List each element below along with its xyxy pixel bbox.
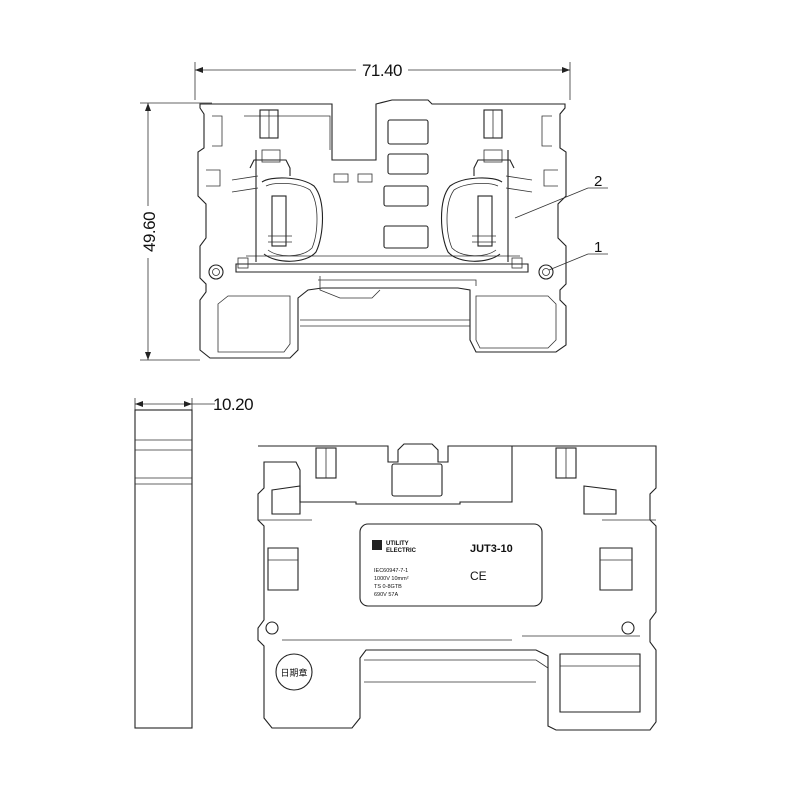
spec-line-2: 1000V 10mm² bbox=[374, 576, 409, 582]
width-dimension-label: 71.40 bbox=[362, 61, 402, 80]
spec-line-4: 690V 57A bbox=[374, 592, 398, 598]
thickness-dimension-label: 10.20 bbox=[213, 395, 253, 414]
callout-1-label: 1 bbox=[594, 239, 602, 256]
brand-line2: ELECTRIC bbox=[386, 548, 417, 554]
callout-1: 1 bbox=[548, 239, 608, 271]
side-view bbox=[134, 409, 193, 729]
callout-2-label: 2 bbox=[594, 173, 602, 190]
thickness-dimension: 10.20 bbox=[134, 395, 254, 414]
width-dimension: 71.40 bbox=[194, 58, 571, 100]
height-dimension-label: 49.60 bbox=[140, 212, 159, 252]
ce-mark: CE bbox=[470, 569, 487, 583]
callout-2: 2 bbox=[514, 173, 608, 219]
top-view bbox=[197, 99, 567, 359]
spec-line-1: IEC60947-7-1 bbox=[374, 568, 408, 574]
model-label: JUT3-10 bbox=[470, 543, 513, 555]
date-stamp-label: 日期章 bbox=[280, 667, 307, 678]
label-plate: UTILITY ELECTRIC JUT3-10 IEC60947-7-1 10… bbox=[359, 523, 543, 607]
brand-line1: UTILITY bbox=[386, 541, 409, 547]
brand-logo-icon bbox=[372, 540, 382, 550]
front-view: 日期章 bbox=[257, 443, 657, 731]
height-dimension: 49.60 bbox=[138, 102, 212, 361]
spec-line-3: TS 0-8GTB bbox=[374, 584, 402, 590]
